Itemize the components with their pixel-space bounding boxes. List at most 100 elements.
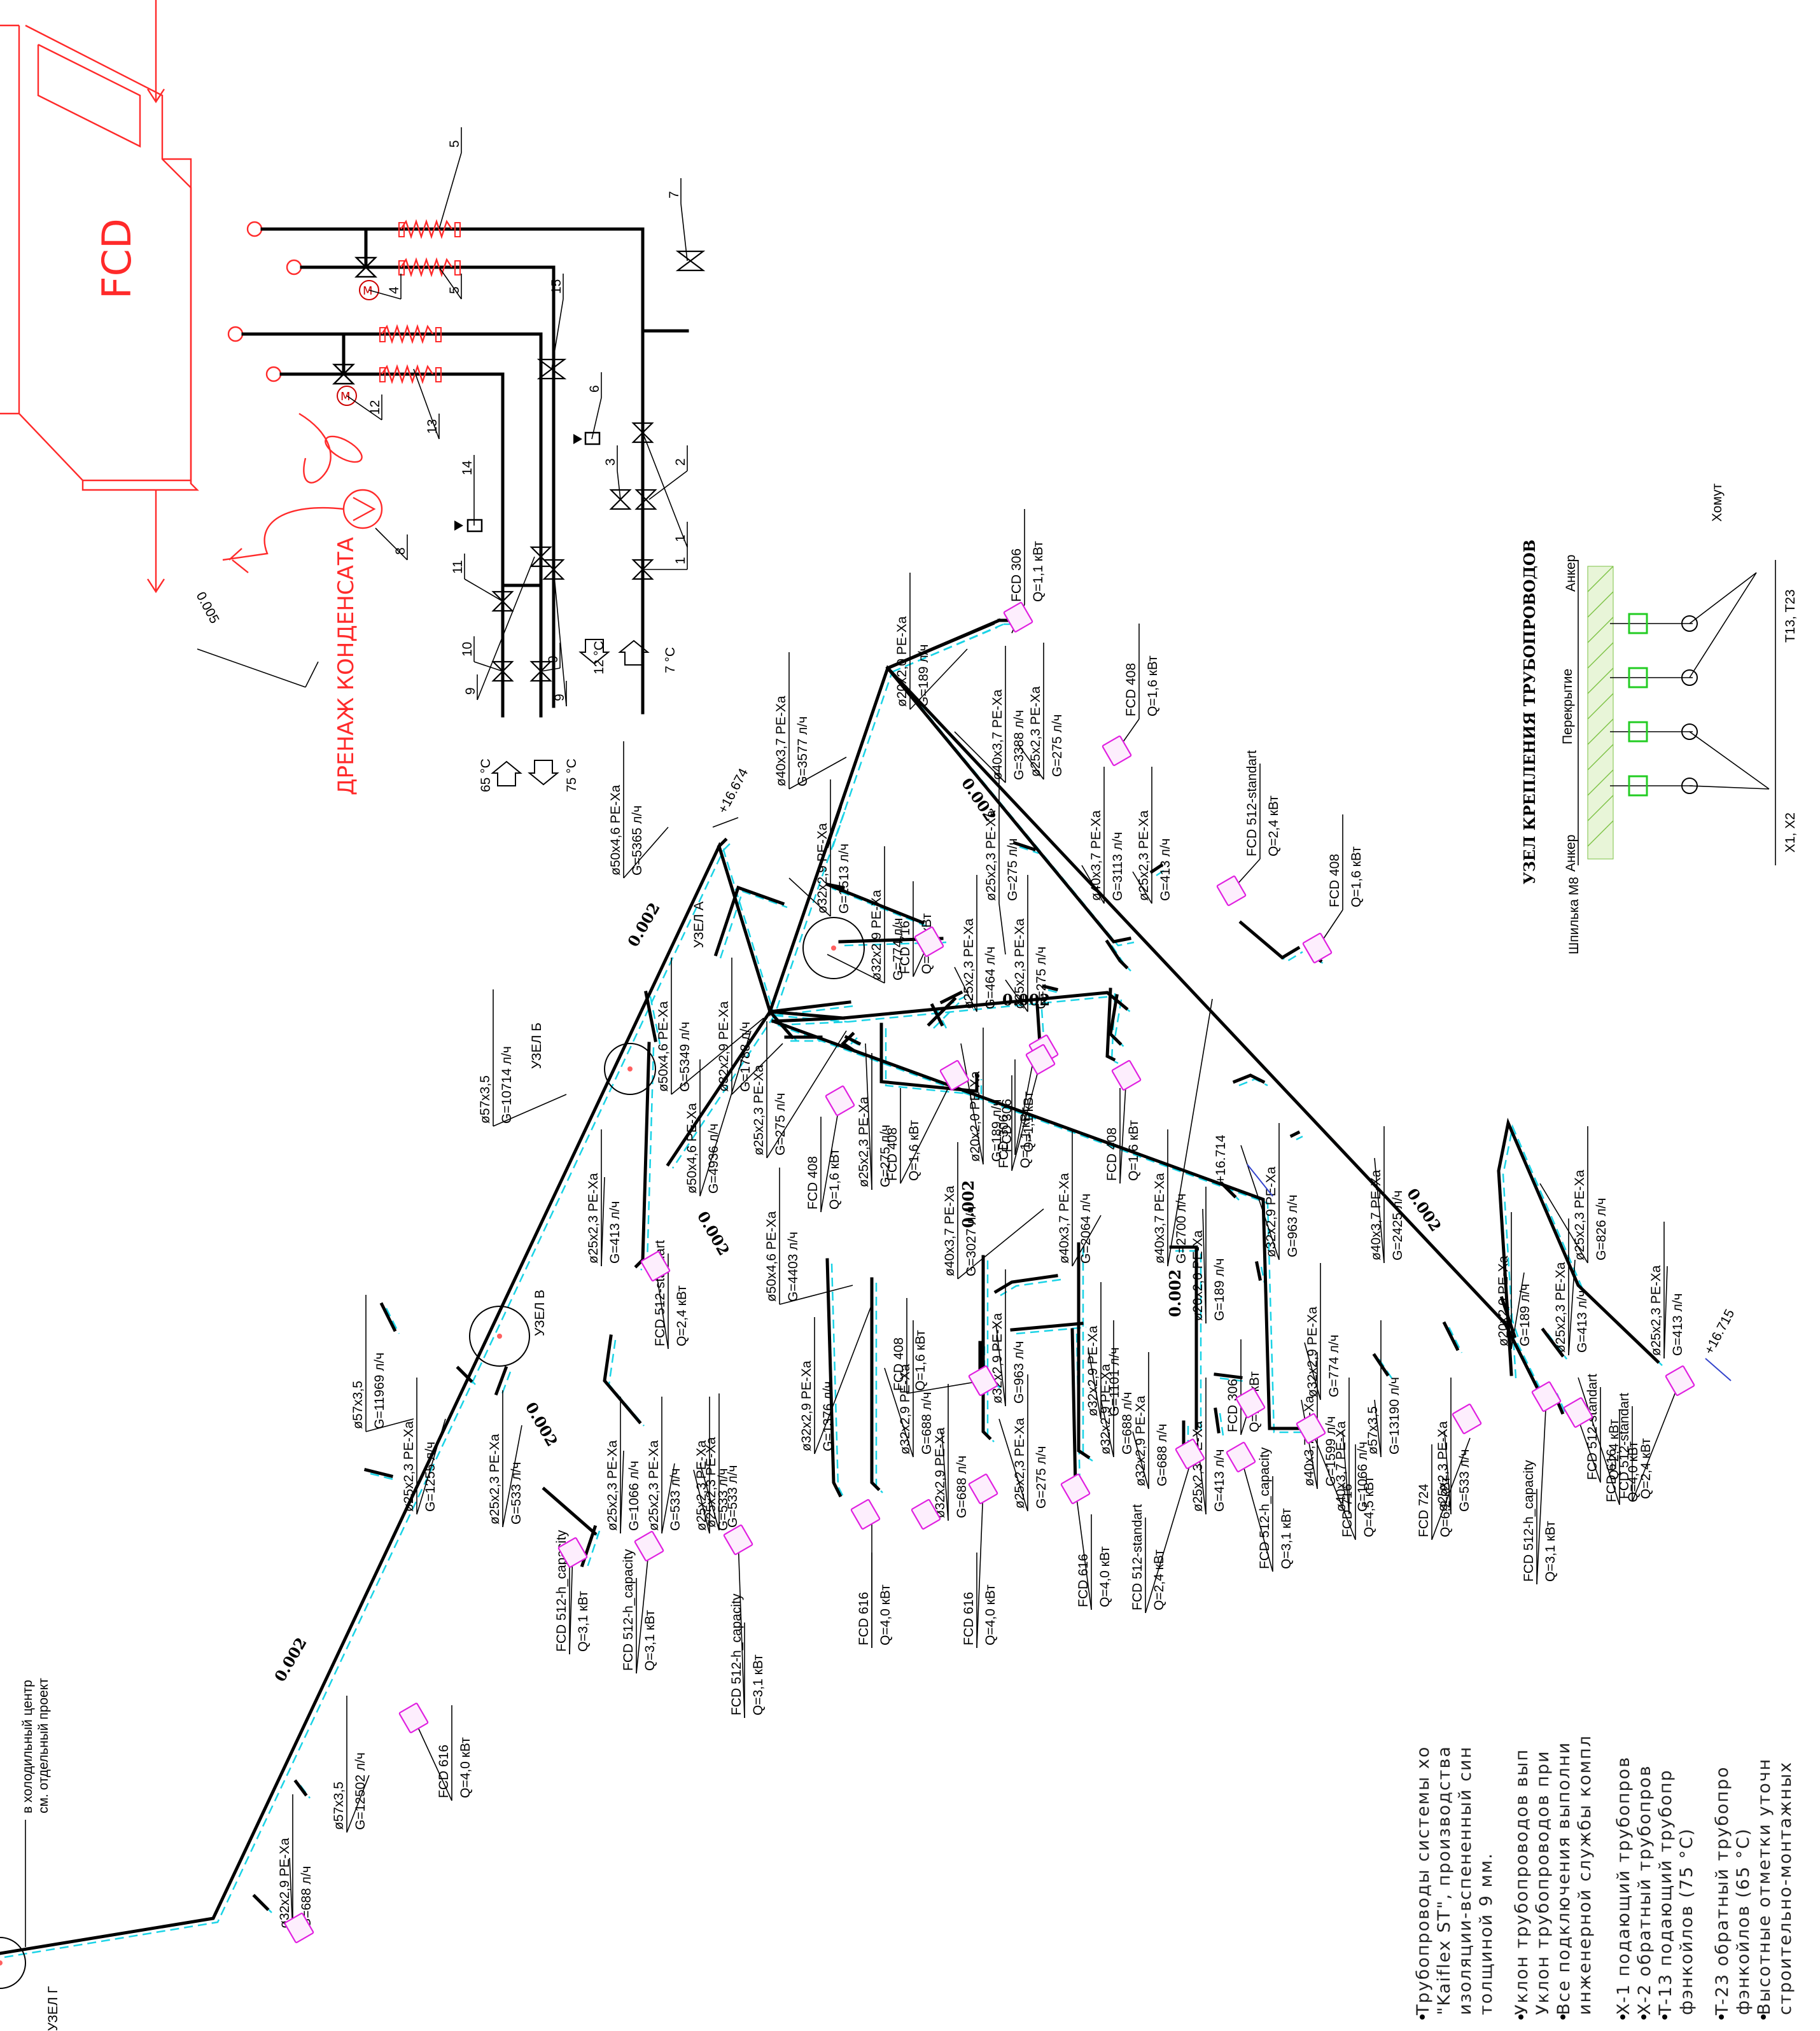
fan-coil-unit [634, 1531, 664, 1561]
pipe-spec: ø40х3,7 PE-Xa [990, 689, 1005, 780]
note-line: T-13 подающий трубопр [1656, 1769, 1676, 2016]
fcu-model: FCD 408 [806, 1156, 820, 1210]
callout-number: 10 [460, 642, 475, 657]
pipe-spec: ø20х2,0 PE-Xa [1191, 1230, 1205, 1321]
fcu-capacity: Q=3,1 кВт [751, 1654, 766, 1715]
pipe-run [1012, 841, 1037, 852]
callout-number: 12 [368, 400, 382, 415]
pipe-insulation [385, 1308, 400, 1334]
pipe-flow: G=1066 л/ч [1355, 1442, 1370, 1512]
fan-coil-unit [825, 1085, 855, 1116]
pipe-insulation [935, 1009, 948, 1029]
pipe-run [768, 1010, 845, 1020]
fcd-unit-body [0, 0, 199, 594]
pipe-run [252, 1894, 270, 1911]
pipe-branch [717, 837, 728, 849]
pipe-flow: G=12502 л/ч [353, 1752, 368, 1830]
node-label: УЗЕЛ А [692, 902, 706, 948]
pipe-spec: ø32х2,9 PE-Xa [277, 1838, 292, 1929]
mount-rod: Шпилька М8 [1567, 877, 1581, 954]
pipe-flow: G=3027 л/ч [964, 1206, 979, 1276]
fan-coil-unit [398, 1703, 429, 1733]
fcu-model: FCD 408 [1327, 854, 1342, 907]
callout-number: 7 [667, 191, 682, 199]
pipe-spec: ø20х2,0 PE-Xa [895, 616, 909, 707]
fcu-capacity: Q=4,0 кВт [878, 1584, 893, 1645]
fan-coil-unit [911, 1499, 941, 1530]
fcu-model: FCD 408 [1105, 1127, 1119, 1181]
pipe-flow: G=774 л/ч [1327, 1335, 1341, 1398]
pipe-spec: ø25х2,3 PE-Xa [1572, 1169, 1587, 1260]
pipe-spec: ø32х2,9 PE-Xa [815, 823, 830, 914]
pipe-spec: ø25х2,3 PE-Xa [704, 1437, 718, 1528]
pipe-spec: ø32х2,9 PE-Xa [1133, 1395, 1148, 1486]
pipe-flow: G=688 л/ч [1155, 1424, 1170, 1487]
svg-text:M: M [363, 284, 373, 298]
fcu-capacity: Q=4,0 кВт [1098, 1546, 1112, 1607]
note-line: инженерной службы компл [1575, 1734, 1595, 2015]
mount-clamp: Хомут [1710, 483, 1725, 522]
note-line: T-23 обратный трубопро [1712, 1766, 1732, 2016]
fcu-model: FCD 716 [1340, 1484, 1355, 1537]
pipe-spec: ø50х4,6 PE-Xa [656, 1001, 671, 1092]
motor-valve-cold: M [354, 256, 379, 300]
temp-cold-in: 7 °C [663, 647, 678, 673]
temp-hot-out: 65 °C [479, 758, 493, 792]
slope-label: 0.002 [1002, 991, 1050, 1009]
mount-ceiling: Перекрытие [1560, 669, 1575, 744]
slope-label: 0.002 [694, 1208, 734, 1259]
pipe-spec: ø25х2,3 PE-Xa [1436, 1421, 1450, 1512]
pipe-flow: G=774 л/ч [891, 918, 906, 981]
pipe-flow: G=3577 л/ч [795, 716, 810, 786]
fcu-model: FCD 512-h_capacity [1522, 1460, 1536, 1582]
callout-number: 9 [552, 694, 567, 701]
pipe-flow: G=2700 л/ч [1174, 1194, 1189, 1264]
pipe-flow: G=1599 л/ч [1324, 1416, 1338, 1486]
pipe-insulation [1047, 989, 1061, 995]
unit-detail: FCD ДРЕНАЖ КОНДЕНСАТА 0.005 [0, 0, 706, 795]
pipe-spec: ø25х2,3 PE-Xa [962, 918, 976, 1009]
fcu-capacity: Q=3,1 кВт [643, 1610, 657, 1671]
pipe-flow: G=3388 л/ч [1012, 710, 1026, 780]
pipe-flow: G=533 л/ч [725, 1465, 740, 1528]
pipe-insulation [1219, 1413, 1224, 1436]
pipe-spec: ø32х2,9 PE-Xa [990, 1313, 1005, 1404]
fan-coil-unit [939, 1060, 970, 1091]
fcu-capacity: Q=4,5 кВт [1362, 1476, 1376, 1537]
pipe-run [1238, 920, 1301, 960]
fcu-capacity: Q=1,6 кВт [913, 1330, 928, 1391]
fan-coil-unit [914, 926, 944, 957]
fcu-capacity: Q=3,1 кВт [1279, 1508, 1294, 1569]
mount-pipes-t: T13, T23 [1783, 589, 1798, 643]
source-note: в холодильный центр [20, 1680, 35, 1813]
fcu-model: FCD 512-h_capacity [621, 1549, 636, 1671]
fcu-capacity: Q=2,4 кВт [1152, 1549, 1166, 1610]
pipe-insulation [1019, 846, 1039, 855]
pipe-insulation [1448, 1327, 1463, 1353]
callout-number: 5 [447, 286, 462, 294]
fan-coil-unit [1060, 1474, 1091, 1504]
pipe-spec: ø25х2,3 PE-Xa [647, 1440, 661, 1531]
pipe-branch [1077, 1242, 1091, 1460]
pipe-run [379, 1302, 397, 1332]
pipe-run [885, 666, 1131, 944]
callout-number: 4 [387, 286, 402, 294]
mount-pipes-x: X1, X2 [1783, 813, 1798, 853]
pipe-branch [981, 1255, 992, 1441]
pipe-insulation [1175, 1250, 1202, 1432]
callout-number: 3 [603, 458, 618, 466]
fcu-capacity: Q=2,4 кВт [1639, 1438, 1653, 1499]
node-circle [802, 917, 865, 979]
pipe-spec: ø57х3,5 [351, 1381, 365, 1429]
note-line: толщиной 9 мм. [1476, 1852, 1496, 2015]
pipe-flow: G=413 л/ч [608, 1201, 622, 1264]
pipe-insulation [719, 890, 788, 959]
flow-arrows [491, 639, 650, 786]
pipe-flow: G=275 л/ч [878, 1125, 893, 1188]
fcu-capacity: Q=2,4 кВт [1266, 795, 1281, 856]
pipe-spec: ø25х2,3 PE-Xa [605, 1440, 620, 1531]
slope-label: 0.002 [270, 1634, 311, 1685]
fan-coil-unit [1452, 1404, 1482, 1434]
pipe-spec: ø32х2,9 PE-Xa [898, 1364, 913, 1455]
